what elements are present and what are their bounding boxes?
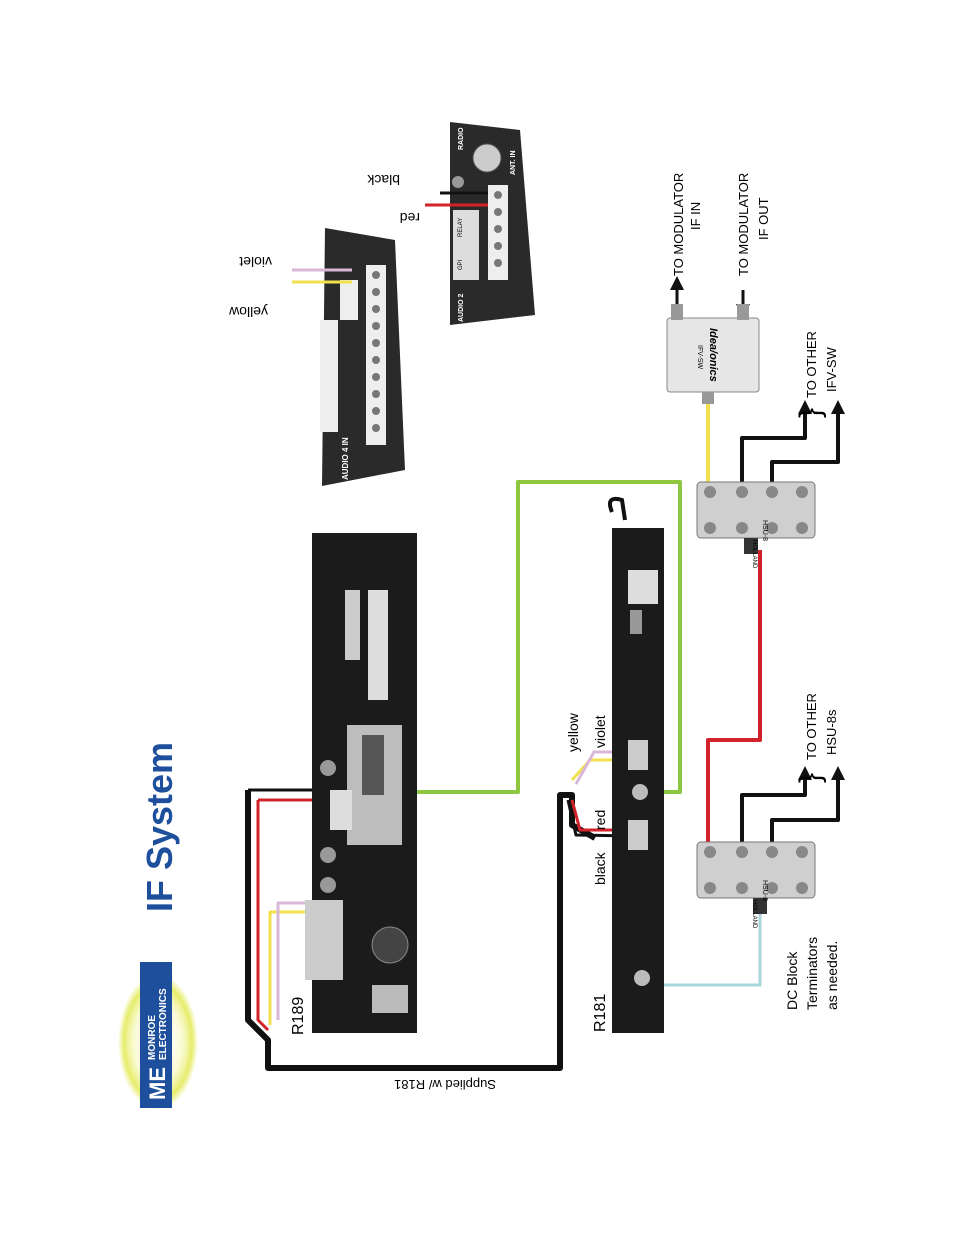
- audio2-label: AUDIO 2: [458, 294, 465, 323]
- ant-in-connector-icon: [472, 143, 502, 173]
- r181-label: R181: [592, 994, 609, 1032]
- panel-wires: [292, 191, 488, 284]
- to-other-hsu-line1: TO OTHER: [804, 693, 819, 760]
- logo-box: [140, 962, 172, 1108]
- splitter-top-model: HSU-8: [761, 520, 768, 541]
- splitter-bottom-model: HSU-8: [761, 880, 768, 901]
- arrow-up-icon: [831, 766, 845, 780]
- screw-icon: [452, 176, 464, 188]
- r189-power-inlet: [372, 985, 408, 1013]
- radio-label: RADIO: [458, 127, 465, 150]
- label-black-r181: black: [592, 851, 608, 885]
- audio4-label-block: [320, 392, 338, 432]
- relay-label: RELAY: [458, 218, 464, 237]
- brace-hsu: }: [794, 773, 827, 783]
- audio4-label: AUDIO 4 IN: [341, 437, 350, 480]
- fan-icon: [371, 926, 409, 964]
- gpi-label: GPI: [458, 259, 464, 270]
- label-yellow-top: yellow: [228, 304, 268, 320]
- brace-ifvsw: }: [794, 408, 827, 418]
- ifvsw-connector: [671, 304, 683, 320]
- relay-gpi-block: [453, 210, 479, 280]
- ifvsw-connector: [702, 392, 714, 404]
- r181-terminal-bottom: [628, 820, 648, 850]
- label-yellow-r181: yellow: [565, 712, 581, 752]
- ant-in-label: ANT. IN: [510, 151, 517, 176]
- monroe-electronics-logo: ME MONROE ELECTRONICS: [118, 962, 198, 1110]
- audio4-label-block: [320, 355, 338, 395]
- label-supplied: Supplied w/ R181: [394, 1077, 496, 1092]
- r181-terminal-top: [628, 740, 648, 770]
- dc-block-line3: as needed.: [824, 941, 840, 1010]
- connector-icon: [632, 784, 648, 800]
- label-red-top: red: [400, 210, 420, 226]
- red-r189-wire: [256, 800, 270, 1032]
- arrow-up-icon: [831, 400, 845, 414]
- green-if-wire: [395, 480, 682, 794]
- audio4-label-block: [320, 320, 338, 360]
- r189-terminal-block-2: [305, 900, 343, 980]
- splitter-bottom: HOLLAND HSU-8: [696, 841, 816, 929]
- connector-icon: [320, 877, 336, 893]
- power-outlet-icon: [628, 570, 658, 604]
- ifvsw-unit: Idea/onics IFV-SW: [666, 304, 760, 404]
- red-r189-top: [258, 798, 317, 820]
- label-violet-r181: violet: [592, 715, 608, 748]
- to-modulator-if-in-line1: TO MODULATOR: [671, 173, 686, 276]
- red-coax: [706, 550, 762, 850]
- splitter-bottom-input: [753, 898, 767, 914]
- black-coax-bottom-2: [770, 778, 840, 850]
- ifvsw-model: IFV-SW: [696, 345, 703, 370]
- ifvsw-brand: Idea/onics: [707, 328, 719, 382]
- connector-icon: [320, 760, 336, 776]
- black-coax-bottom-1: [740, 778, 807, 850]
- connector-icon: [320, 847, 336, 863]
- splitter-top-brand: HOLLAND: [751, 540, 757, 569]
- splitter-bottom-brand: HOLLAND: [751, 900, 757, 929]
- label-red-r181: red: [592, 810, 608, 830]
- arrow-up-icon: [798, 766, 812, 780]
- audio4-terminal-strip: [366, 265, 386, 445]
- to-other-hsu-line2: HSU-8s: [824, 709, 839, 755]
- r189-terminal-block-1: [330, 790, 352, 830]
- r189-unit: [305, 533, 417, 1033]
- black-coax-top-2: [770, 412, 840, 485]
- lightblue-coax: [655, 910, 762, 987]
- r181-unit: [608, 496, 664, 1033]
- r189-label: R189: [290, 997, 307, 1035]
- r189-db-connector: [362, 735, 384, 795]
- logo-mark: ME: [145, 1067, 170, 1100]
- to-modulator-if-out-line1: TO MODULATOR: [736, 173, 751, 276]
- splitter-top-input: [744, 538, 758, 554]
- splitter-top: HOLLAND HSU-8: [696, 481, 816, 569]
- page-title: IF System: [139, 742, 180, 912]
- to-other-ifvsw-line2: IFV-SW: [824, 346, 839, 392]
- dc-block-line2: Terminators: [804, 937, 820, 1010]
- logo-line2: ELECTRONICS: [158, 988, 169, 1060]
- dc-block-line1: DC Block: [784, 951, 800, 1010]
- to-modulator-if-out-line2: IF OUT: [756, 197, 771, 240]
- black-coax-top-1: [740, 412, 807, 485]
- r181-hook: [608, 496, 627, 521]
- arrow-up-icon: [798, 400, 812, 414]
- audio2-terminal-panel: AUDIO 2 RADIO ANT. IN RELAY GPI: [450, 122, 535, 325]
- arrow-up-icon: [670, 276, 684, 290]
- to-other-ifvsw-line1: TO OTHER: [804, 331, 819, 398]
- r181-switch: [630, 610, 642, 634]
- ifvsw-connector: [737, 304, 749, 320]
- label-black-top: black: [366, 172, 400, 188]
- audio4-terminal-panel: AUDIO 4 IN: [320, 228, 405, 486]
- label-violet-top: violet: [239, 254, 272, 270]
- audio4-label-block: [340, 280, 358, 320]
- logo-line1: MONROE: [147, 1015, 158, 1060]
- r189-card-slot: [345, 590, 360, 660]
- to-modulator-if-in-line2: IF IN: [688, 202, 703, 230]
- r189-card: [368, 590, 388, 700]
- connector-icon: [634, 970, 650, 986]
